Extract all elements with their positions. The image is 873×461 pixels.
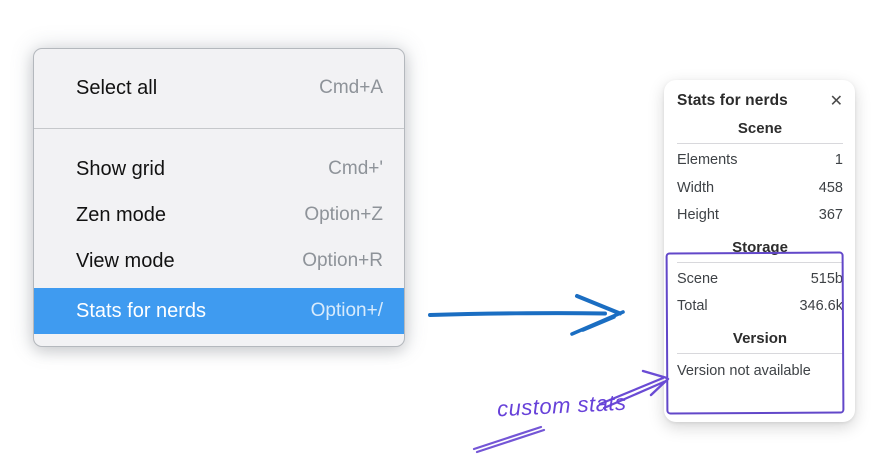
- close-icon[interactable]: ✕: [829, 91, 843, 110]
- stat-value: 346.6k: [799, 298, 843, 314]
- stat-label: Total: [677, 298, 708, 314]
- menu-item-label: Show grid: [76, 157, 165, 180]
- menu-item-select-all[interactable]: Select all Cmd+A: [34, 62, 404, 114]
- stat-label: Elements: [677, 152, 738, 168]
- stat-row-total-storage: Total 346.6k: [677, 293, 843, 321]
- stats-section-version: Version Version not available: [677, 330, 843, 385]
- menu-group: Show grid Cmd+' Zen mode Option+Z View m…: [34, 129, 404, 334]
- stat-row-height: Height 367: [677, 202, 843, 230]
- menu-item-label: Stats for nerds: [76, 299, 207, 322]
- section-divider: [677, 352, 843, 354]
- menu-item-shortcut: Cmd+A: [319, 77, 383, 98]
- stat-value: 1: [834, 152, 843, 168]
- menu-item-shortcut: Cmd+': [328, 158, 383, 179]
- context-menu: Select all Cmd+A Show grid Cmd+' Zen mod…: [33, 48, 405, 347]
- stats-section-scene: Scene Elements 1 Width 458 Height 367: [677, 120, 843, 230]
- menu-item-shortcut: Option+R: [302, 250, 383, 271]
- version-note: Version not available: [677, 362, 811, 379]
- stat-row-scene-storage: Scene 515b: [677, 266, 843, 294]
- stat-row-elements: Elements 1: [677, 147, 843, 175]
- stat-row-width: Width 458: [677, 175, 843, 203]
- menu-item-shortcut: Option+Z: [304, 204, 383, 225]
- menu-item-shortcut: Option+/: [310, 300, 383, 321]
- section-heading: Storage: [732, 238, 788, 256]
- stat-label: Scene: [677, 270, 719, 287]
- menu-item-label: View mode: [76, 249, 175, 272]
- stats-panel-header: Stats for nerds ✕: [677, 92, 843, 110]
- section-heading: Version: [732, 329, 788, 347]
- stats-panel: Stats for nerds ✕ Scene Elements 1 Width…: [664, 80, 855, 422]
- stats-panel-title: Stats for nerds: [677, 92, 788, 109]
- menu-item-view-mode[interactable]: View mode Option+R: [34, 238, 404, 284]
- menu-item-label: Zen mode: [76, 203, 167, 226]
- section-divider: [677, 143, 843, 144]
- menu-item-stats-for-nerds[interactable]: Stats for nerds Option+/: [34, 288, 404, 334]
- section-divider: [677, 261, 843, 263]
- custom-stats-arrow-icon: [472, 369, 670, 454]
- arrow-menu-to-panel-icon: [428, 294, 625, 336]
- stats-section-storage: Storage Scene 515b Total 346.6k: [677, 239, 843, 321]
- menu-item-zen-mode[interactable]: Zen mode Option+Z: [34, 192, 404, 238]
- stat-value: 515b: [810, 270, 843, 287]
- stat-label: Width: [677, 179, 715, 196]
- menu-item-show-grid[interactable]: Show grid Cmd+': [34, 146, 404, 192]
- stat-value: 458: [818, 179, 843, 196]
- menu-divider: [34, 128, 404, 129]
- section-heading: Scene: [737, 120, 783, 137]
- stat-value: 367: [818, 207, 843, 223]
- stat-label: Height: [677, 207, 719, 223]
- menu-item-label: Select all: [76, 76, 158, 99]
